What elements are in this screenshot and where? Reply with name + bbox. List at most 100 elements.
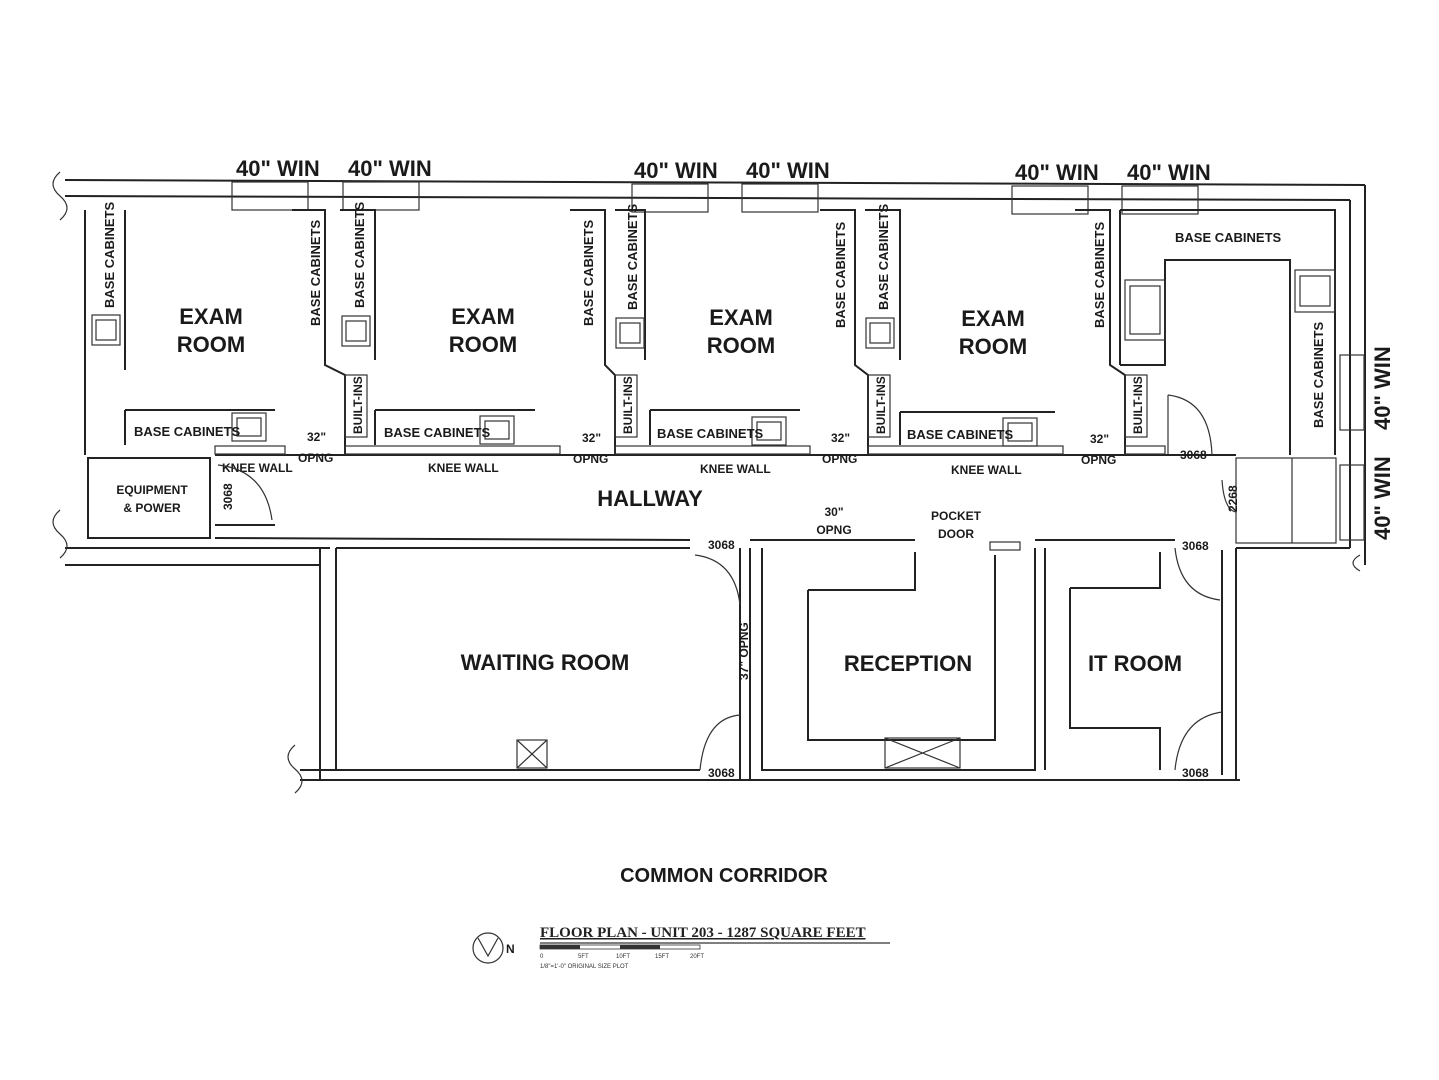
title-block: N FLOOR PLAN - UNIT 203 - 1287 SQUARE FE… bbox=[472, 925, 890, 970]
svg-text:BASE CABINETS: BASE CABINETS bbox=[102, 201, 117, 308]
equipment-label: & POWER bbox=[123, 501, 181, 515]
window-8 bbox=[1339, 464, 1365, 541]
exam-room-label: EXAM bbox=[179, 304, 243, 329]
window-2 bbox=[342, 181, 420, 211]
equipment-label: EQUIPMENT bbox=[116, 483, 188, 497]
svg-text:BASE CABINETS: BASE CABINETS bbox=[876, 203, 891, 310]
exam-room-label: ROOM bbox=[177, 332, 245, 357]
side-windows: 40" WIN 40" WIN bbox=[1339, 346, 1395, 541]
exterior-walls bbox=[52, 171, 1366, 794]
knee-wall-labels: KNEE WALL KNEE WALL KNEE WALL KNEE WALL bbox=[222, 461, 1022, 477]
svg-text:BASE CABINETS: BASE CABINETS bbox=[134, 424, 241, 439]
svg-text:KNEE WALL: KNEE WALL bbox=[700, 462, 771, 476]
door-tag: 3068 bbox=[1182, 539, 1209, 553]
waiting-room: WAITING ROOM 3068 3068 37" OPNG bbox=[336, 538, 751, 780]
it-room-label: IT ROOM bbox=[1088, 651, 1182, 676]
window-5 bbox=[1011, 185, 1089, 215]
door-tag: 3068 bbox=[708, 538, 735, 552]
svg-text:BASE CABINETS: BASE CABINETS bbox=[1092, 221, 1107, 328]
waiting-room-label: WAITING ROOM bbox=[461, 650, 630, 675]
it-room: IT ROOM 3068 3068 bbox=[1044, 539, 1223, 780]
exam-room-2: EXAM ROOM bbox=[449, 304, 517, 357]
svg-text:BASE CABINETS: BASE CABINETS bbox=[833, 221, 848, 328]
svg-text:BUILT-INS: BUILT-INS bbox=[351, 376, 365, 434]
svg-text:32": 32" bbox=[307, 430, 326, 444]
window-label-3: 40" WIN bbox=[634, 158, 718, 183]
svg-text:32": 32" bbox=[1090, 432, 1109, 446]
window-label-5: 40" WIN bbox=[1015, 160, 1099, 185]
openings-32: 32" OPNG 32" OPNG 32" OPNG 32" OPNG bbox=[298, 430, 1116, 467]
svg-text:BASE CABINETS: BASE CABINETS bbox=[625, 203, 640, 310]
svg-text:0: 0 bbox=[540, 954, 544, 960]
svg-text:OPNG: OPNG bbox=[573, 452, 608, 466]
svg-text:32": 32" bbox=[831, 431, 850, 445]
svg-text:BASE CABINETS: BASE CABINETS bbox=[384, 425, 491, 440]
svg-text:20FT: 20FT bbox=[690, 954, 704, 960]
window-label-6: 40" WIN bbox=[1127, 160, 1211, 185]
top-windows: 40" WIN 40" WIN 40" WIN 40" WIN 40" WIN … bbox=[231, 156, 1211, 215]
window-label-4: 40" WIN bbox=[746, 158, 830, 183]
svg-text:BUILT-INS: BUILT-INS bbox=[1131, 376, 1145, 434]
built-ins: BUILT-INS BUILT-INS BUILT-INS BUILT-INS bbox=[344, 374, 1148, 438]
svg-text:KNEE WALL: KNEE WALL bbox=[428, 461, 499, 475]
north-label: N bbox=[506, 942, 515, 956]
svg-text:32": 32" bbox=[582, 431, 601, 445]
exam-room-label: EXAM bbox=[961, 306, 1025, 331]
door-tag: 2268 bbox=[1226, 485, 1240, 512]
door-tag: 3068 bbox=[708, 766, 735, 780]
window-label-8: 40" WIN bbox=[1370, 456, 1395, 540]
window-7 bbox=[1339, 354, 1365, 431]
hallway: HALLWAY bbox=[214, 486, 1175, 541]
svg-text:KNEE WALL: KNEE WALL bbox=[222, 461, 293, 475]
window-label-1: 40" WIN bbox=[236, 156, 320, 181]
svg-text:OPNG: OPNG bbox=[298, 451, 333, 465]
window-6 bbox=[1121, 185, 1199, 215]
scale-note: 1/8"=1'-0" ORIGINAL SIZE PLOT bbox=[540, 964, 629, 970]
window-3 bbox=[631, 183, 709, 213]
pocket-door-label: POCKET bbox=[931, 509, 982, 523]
window-label-7: 40" WIN bbox=[1370, 346, 1395, 430]
base-cabinets-vertical: BASE CABINETS BASE CABINETS BASE CABINET… bbox=[102, 201, 1326, 428]
svg-text:BASE CABINETS: BASE CABINETS bbox=[352, 201, 367, 308]
svg-text:BASE CABINETS: BASE CABINETS bbox=[907, 427, 1014, 442]
svg-text:BASE CABINETS: BASE CABINETS bbox=[1175, 230, 1282, 245]
exam-room-1: EXAM ROOM bbox=[177, 304, 245, 357]
svg-text:KNEE WALL: KNEE WALL bbox=[951, 463, 1022, 477]
exam-room-label: ROOM bbox=[707, 333, 775, 358]
base-cabinets-horizontal: BASE CABINETS BASE CABINETS BASE CABINET… bbox=[134, 230, 1282, 442]
reception-room: RECEPTION 30" OPNG POCKET DOOR bbox=[761, 505, 1036, 771]
svg-text:BASE CABINETS: BASE CABINETS bbox=[1311, 321, 1326, 428]
svg-text:30": 30" bbox=[824, 505, 843, 519]
svg-text:BUILT-INS: BUILT-INS bbox=[621, 376, 635, 434]
door-swing bbox=[1167, 394, 1213, 456]
common-corridor-label: COMMON CORRIDOR bbox=[620, 865, 828, 887]
svg-text:BASE CABINETS: BASE CABINETS bbox=[581, 219, 596, 326]
svg-text:BUILT-INS: BUILT-INS bbox=[874, 376, 888, 434]
sinks bbox=[91, 269, 1336, 447]
svg-text:OPNG: OPNG bbox=[822, 452, 857, 466]
plan-title: FLOOR PLAN - UNIT 203 - 1287 SQUARE FEET bbox=[540, 925, 866, 941]
svg-text:15FT: 15FT bbox=[655, 954, 669, 960]
equipment-room: EQUIPMENT & POWER 3068 bbox=[87, 457, 273, 539]
svg-text:10FT: 10FT bbox=[616, 954, 630, 960]
pocket-door-label: DOOR bbox=[938, 527, 974, 541]
exam-room-label: EXAM bbox=[709, 305, 773, 330]
exam-room-label: ROOM bbox=[959, 334, 1027, 359]
svg-text:OPNG: OPNG bbox=[816, 523, 851, 537]
door-tag: 3068 bbox=[1180, 448, 1207, 462]
window-label-2: 40" WIN bbox=[348, 156, 432, 181]
exam-room-3: EXAM ROOM bbox=[707, 305, 775, 358]
right-closet: 2268 bbox=[1221, 457, 1337, 544]
exam-room-label: ROOM bbox=[449, 332, 517, 357]
svg-text:5FT: 5FT bbox=[578, 954, 589, 960]
svg-text:BASE CABINETS: BASE CABINETS bbox=[657, 426, 764, 441]
window-1 bbox=[231, 181, 309, 211]
window-4 bbox=[741, 183, 819, 213]
north-arrow-icon bbox=[472, 932, 504, 964]
exam-room-label: EXAM bbox=[451, 304, 515, 329]
hallway-label: HALLWAY bbox=[597, 486, 703, 511]
opening-37-label: 37" OPNG bbox=[737, 622, 751, 680]
exam-room-4: EXAM ROOM bbox=[959, 306, 1027, 359]
reception-label: RECEPTION bbox=[844, 651, 972, 676]
